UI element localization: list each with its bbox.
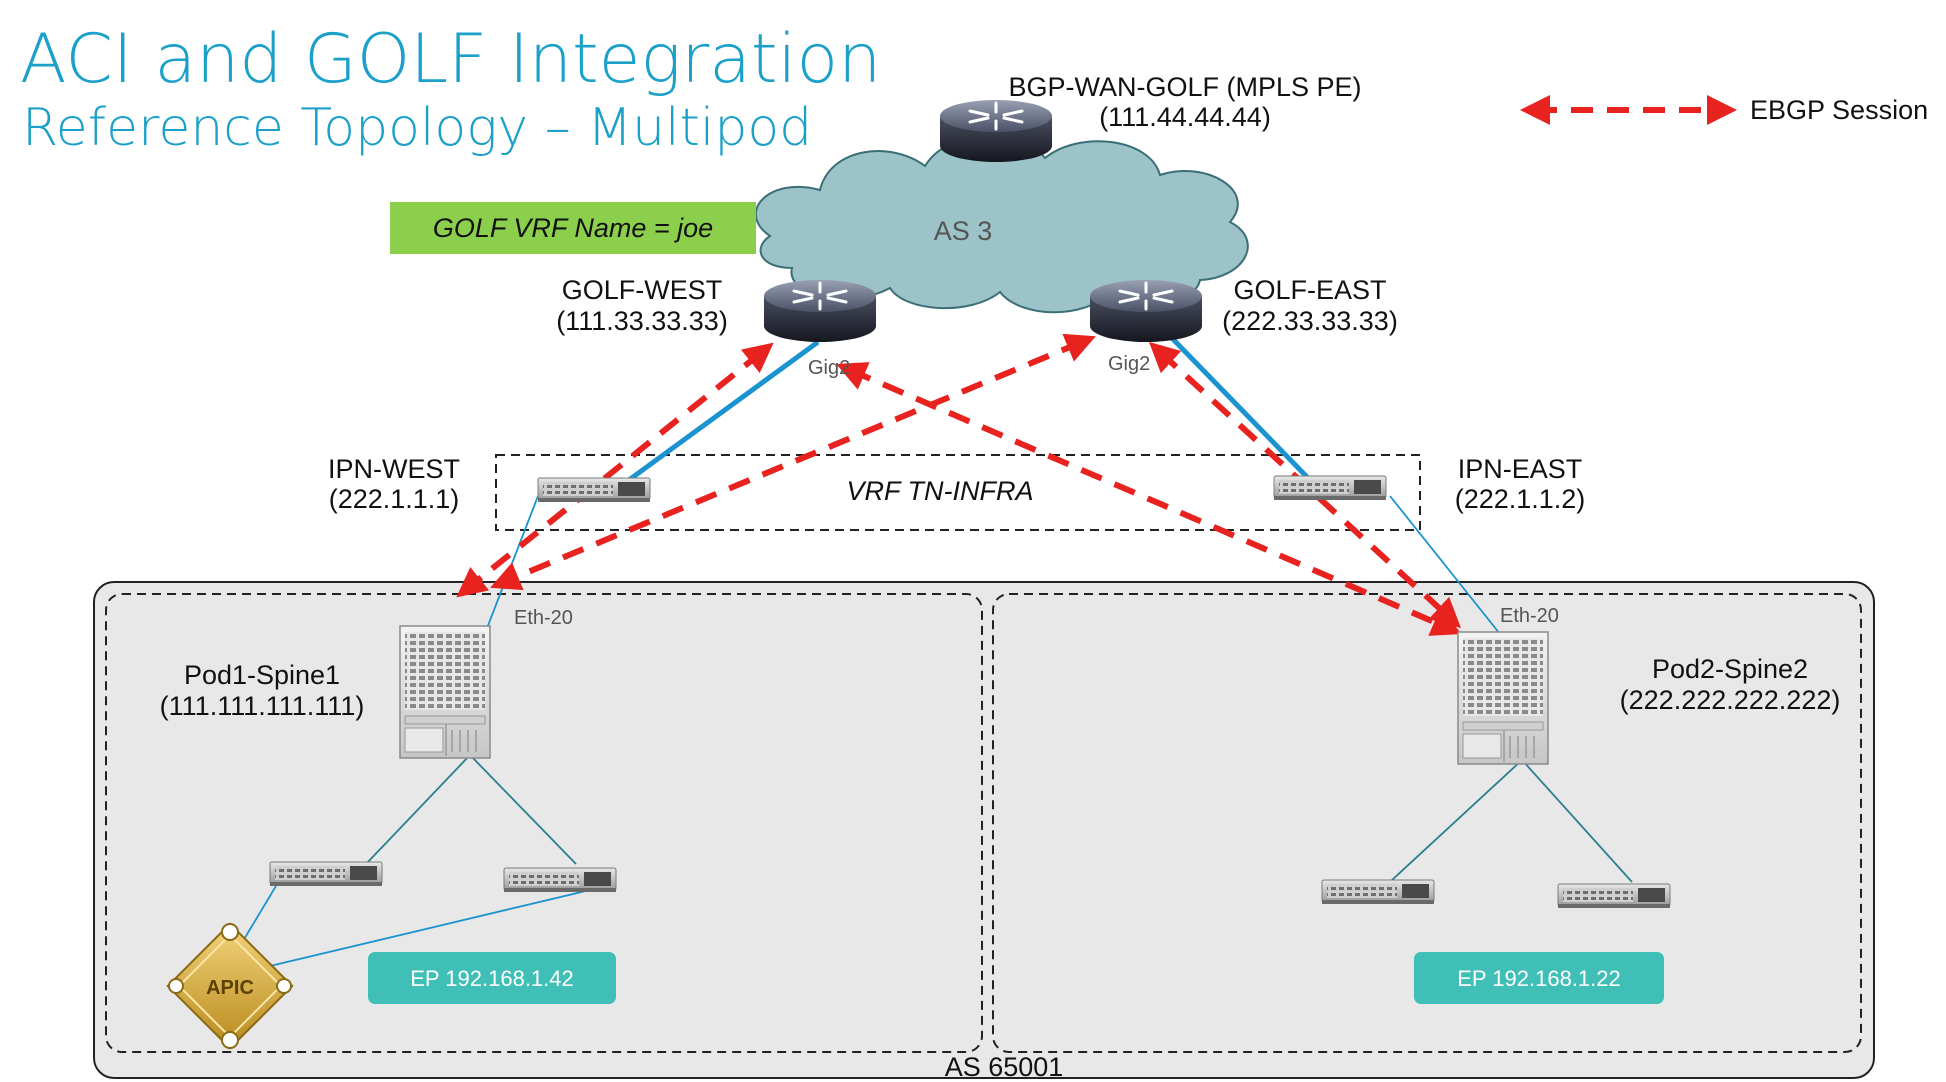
pod2-spine-port: Eth-20 (1500, 605, 1559, 627)
as3-cloud: AS 3 (754, 134, 1249, 314)
pod2-spine-name: Pod2-Spine2 (1652, 654, 1808, 684)
apic-icon: APIC (166, 922, 294, 1050)
ipn-east-name: IPN-EAST (1458, 454, 1583, 484)
switch-icon (269, 861, 383, 887)
router-icon (1088, 278, 1204, 344)
fabric-as-label: AS 65001 (945, 1052, 1064, 1082)
golf-west-name: GOLF-WEST (562, 275, 723, 305)
pod1-spine-name: Pod1-Spine1 (184, 660, 340, 690)
wan-router-ip: (111.44.44.44) (1099, 102, 1271, 132)
golf-east-ip: (222.33.33.33) (1222, 306, 1398, 336)
router-icon (762, 278, 878, 344)
golf-vrf-badge: GOLF VRF Name = joe (390, 202, 756, 254)
switch-icon (1557, 883, 1671, 909)
golf-east-name: GOLF-EAST (1233, 275, 1386, 305)
pod1-spine-ip: (111.111.111.111) (160, 691, 365, 721)
golf-east-port: Gig2 (1108, 353, 1150, 375)
endpoint-label: EP 192.168.1.22 (1457, 966, 1621, 991)
wan-router-name: BGP-WAN-GOLF (MPLS PE) (1008, 72, 1361, 102)
apic-label: APIC (206, 977, 254, 999)
switch-icon (1273, 475, 1387, 501)
ipn-west-ip: (222.1.1.1) (329, 484, 460, 514)
page-subtitle: Reference Topology – Multipod (22, 98, 812, 158)
page-title: ACI and GOLF Integration (20, 20, 881, 99)
ipn-east-ip: (222.1.1.2) (1455, 484, 1586, 514)
legend: EBGP Session (1520, 95, 1928, 125)
ipn-west-name: IPN-WEST (328, 454, 460, 484)
vrf-tn-infra-label: VRF TN-INFRA (847, 476, 1034, 506)
pod1-spine-port: Eth-20 (514, 607, 573, 629)
legend-label: EBGP Session (1750, 95, 1928, 125)
switch-icon (537, 477, 651, 503)
pod2-box (992, 593, 1862, 1053)
endpoint-badge-pod2: EP 192.168.1.22 (1414, 952, 1664, 1004)
switch-icon (1321, 879, 1435, 905)
endpoint-label: EP 192.168.1.42 (410, 966, 574, 991)
golf-west-port: Gig2 (808, 357, 850, 379)
endpoint-badge-pod1: EP 192.168.1.42 (368, 952, 616, 1004)
golf-west-ip: (111.33.33.33) (556, 306, 728, 336)
pod2-spine-ip: (222.222.222.222) (1620, 685, 1841, 715)
spine-switch-icon (399, 625, 491, 759)
switch-icon (503, 867, 617, 893)
router-icon (938, 98, 1054, 164)
spine-switch-icon (1457, 631, 1549, 765)
golf-vrf-label: GOLF VRF Name = joe (433, 213, 713, 243)
cloud-label: AS 3 (934, 216, 993, 246)
